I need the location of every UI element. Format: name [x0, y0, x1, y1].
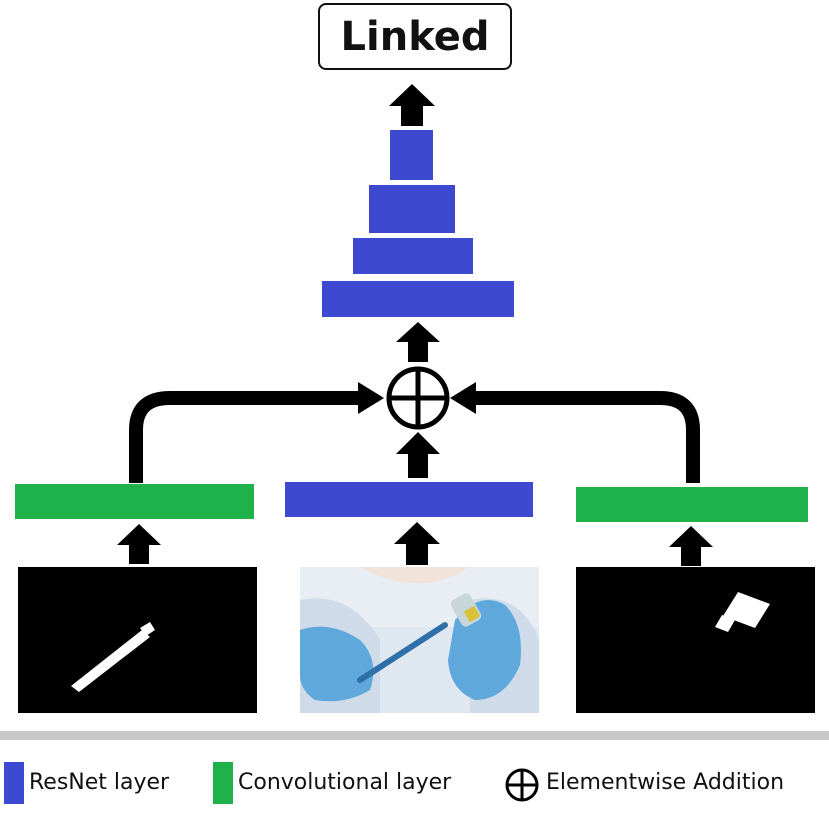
left-connector-arrow-icon — [129, 382, 384, 483]
legend-addition-label: Elementwise Addition — [546, 770, 785, 795]
center-resnet-layer — [285, 482, 533, 517]
legend-resnet-label: ResNet layer — [29, 770, 170, 795]
legend-addition-icon — [505, 768, 539, 802]
arrow-center-to-plus-icon — [396, 432, 440, 478]
addition-node-icon — [386, 366, 450, 430]
resnet-stack-layer-1 — [390, 130, 433, 180]
arrow-left-image-to-conv-icon — [117, 524, 161, 564]
legend-conv-swatch — [213, 762, 233, 804]
right-conv-layer — [576, 487, 808, 522]
legend-resnet-swatch — [4, 762, 24, 804]
arrow-plus-to-stack-icon — [396, 322, 440, 362]
right-input-mask-image — [576, 567, 815, 713]
resnet-stack-layer-4 — [322, 281, 514, 317]
resnet-stack-layer-2 — [369, 185, 455, 233]
legend-divider — [0, 731, 829, 740]
resnet-stack-layer-3 — [353, 238, 473, 274]
output-label-box: Linked — [318, 3, 512, 70]
architecture-diagram — [15, 84, 815, 713]
arrow-to-output-icon — [389, 84, 435, 126]
left-conv-layer — [15, 484, 254, 519]
output-label: Linked — [340, 13, 490, 60]
legend-conv-label: Convolutional layer — [238, 770, 452, 795]
left-input-mask-image — [18, 567, 257, 713]
arrow-right-image-to-conv-icon — [669, 526, 713, 566]
arrow-center-image-to-resnet-icon — [394, 522, 440, 565]
right-connector-arrow-icon — [450, 382, 700, 483]
center-input-photo-image — [300, 567, 539, 713]
